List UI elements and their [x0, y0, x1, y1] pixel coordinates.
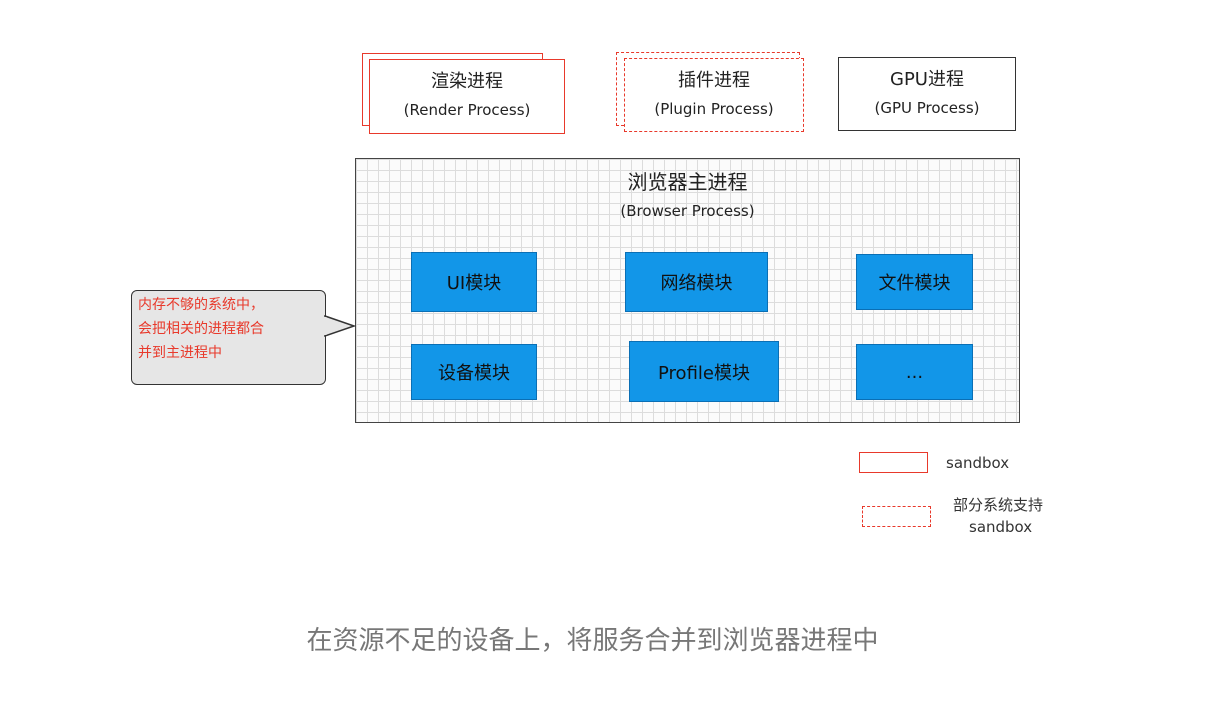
module-file: 文件模块	[856, 254, 973, 310]
render-process-subtitle: (Render Process)	[403, 101, 531, 119]
gpu-process-box: GPU进程 (GPU Process)	[838, 57, 1016, 131]
browser-process-container: 浏览器主进程 (Browser Process) UI模块 网络模块 文件模块 …	[355, 158, 1020, 423]
plugin-process-subtitle: (Plugin Process)	[654, 100, 774, 118]
module-more: ...	[856, 344, 973, 400]
callout-line-2: 会把相关的进程都合	[138, 321, 264, 337]
module-device: 设备模块	[411, 344, 537, 400]
browser-process-subtitle: (Browser Process)	[620, 202, 755, 220]
gpu-process-subtitle: (GPU Process)	[874, 99, 980, 117]
legend-sandbox-swatch	[859, 452, 928, 473]
memory-callout: 内存不够的系统中， 会把相关的进程都合 并到主进程中	[131, 290, 326, 385]
callout-line-3: 并到主进程中	[138, 345, 222, 361]
figure-caption: 在资源不足的设备上，将服务合并到浏览器进程中	[306, 626, 879, 656]
plugin-process-title: 插件进程	[678, 70, 750, 91]
render-process-title: 渲染进程	[431, 71, 503, 92]
legend-sandbox-label: sandbox	[946, 454, 1010, 472]
module-profile: Profile模块	[629, 341, 779, 402]
module-network: 网络模块	[625, 252, 768, 312]
legend-partial-sandbox-swatch	[862, 506, 931, 527]
plugin-process-box: 插件进程 (Plugin Process)	[624, 58, 804, 132]
gpu-process-title: GPU进程	[890, 69, 964, 90]
module-ui: UI模块	[411, 252, 537, 312]
legend-partial-sandbox-label-1: 部分系统支持	[953, 496, 1044, 514]
legend-partial-sandbox-label-2: sandbox	[969, 518, 1033, 536]
browser-process-title: 浏览器主进程	[627, 170, 748, 194]
render-process-box: 渲染进程 (Render Process)	[369, 59, 565, 134]
callout-pointer	[324, 314, 356, 338]
callout-line-1: 内存不够的系统中，	[138, 297, 264, 313]
